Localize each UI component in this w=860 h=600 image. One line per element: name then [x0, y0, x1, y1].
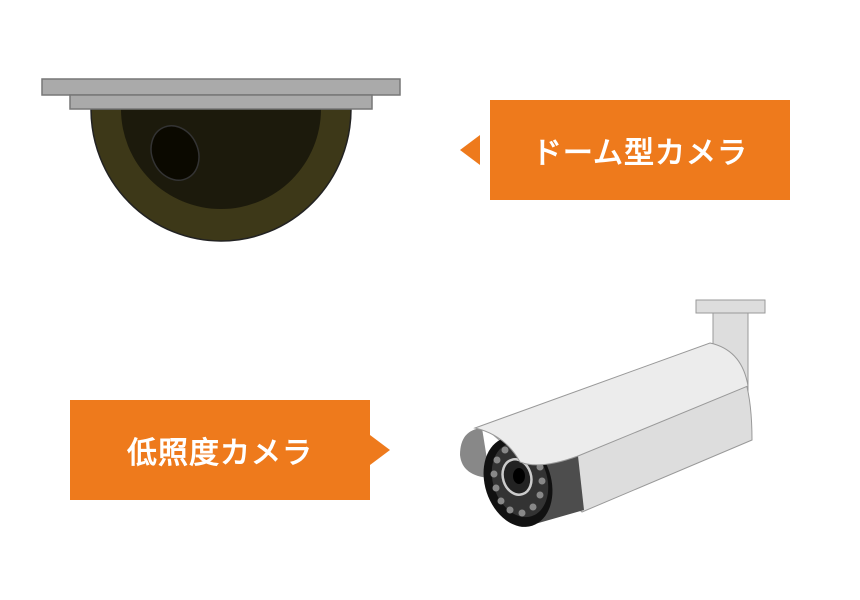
dome-camera-label: ドーム型カメラ — [460, 100, 790, 200]
dome-camera-icon — [41, 78, 401, 242]
bullet-camera-icon — [460, 299, 766, 527]
low-light-camera-label: 低照度カメラ — [70, 400, 390, 500]
